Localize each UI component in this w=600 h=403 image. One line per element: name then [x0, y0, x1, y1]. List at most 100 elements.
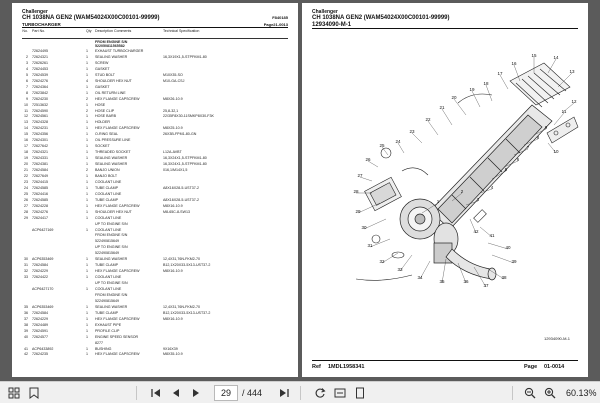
callout-number: 18: [483, 81, 489, 86]
zoom-level[interactable]: 60.13%: [566, 388, 597, 398]
callout-leader: [411, 132, 423, 144]
row-part-number: 72624584: [32, 263, 48, 268]
row-part-number: 72624235: [32, 352, 48, 357]
last-page-icon[interactable]: [276, 385, 292, 401]
row-number: 18: [24, 150, 28, 155]
first-page-icon[interactable]: [148, 385, 164, 401]
row-part-number: 72624577: [32, 334, 48, 339]
row-part-number: 72624584: [32, 168, 48, 172]
row-number: 24: [24, 185, 28, 190]
row-number: 16: [24, 138, 28, 143]
row-quantity: 1: [86, 257, 88, 262]
callout-leader: [553, 112, 565, 126]
column-qty: Qty: [86, 29, 92, 33]
row-description: 8277: [95, 340, 103, 345]
callout-leader: [523, 138, 539, 146]
row-description: HEX FLANGE CAPSCREW: [95, 126, 140, 131]
callout-number: 42: [473, 229, 479, 234]
row-part-number: 72624321: [32, 54, 48, 59]
callout-leader: [561, 102, 575, 114]
callout-number: 32: [379, 259, 385, 264]
row-number: 22: [24, 173, 28, 178]
fit-width-icon[interactable]: [332, 385, 348, 401]
fit-page-icon[interactable]: [352, 385, 368, 401]
row-quantity: 2: [86, 108, 88, 113]
row-number: 5: [26, 72, 28, 77]
row-description: 522490815649: [95, 298, 119, 303]
row-number: 28: [24, 209, 28, 214]
row-description: SEALING WASHER: [95, 304, 128, 309]
row-quantity: 1: [86, 150, 88, 155]
thumbnails-icon[interactable]: [6, 385, 22, 401]
zoom-out-icon[interactable]: [522, 385, 538, 401]
row-number: 11: [24, 108, 28, 113]
next-page-icon[interactable]: [188, 385, 204, 401]
row-specification: 26X3B-FPM1-80-GN: [163, 132, 197, 137]
row-quantity: 1: [86, 352, 88, 357]
row-specification: 9X16X39: [163, 346, 178, 351]
callout-number: 17: [497, 71, 503, 76]
row-specification: M8X35-10.9: [163, 352, 183, 357]
footer-page-label: Page: [524, 364, 538, 370]
column-rule: [22, 38, 288, 39]
column-spec: Technical Specification: [163, 29, 200, 33]
header-rule-right: [312, 28, 578, 29]
row-specification: 12,4X31,76N-FKM2-70: [163, 257, 200, 262]
row-part-number: 72624422: [32, 275, 48, 280]
row-description: BUSHING: [95, 346, 112, 351]
row-number: 36: [24, 310, 28, 315]
previous-page-icon[interactable]: [168, 385, 184, 401]
callout-number: 33: [397, 267, 403, 272]
row-description: TUBE CLAMP: [95, 197, 118, 202]
row-part-number: 72624381: [32, 162, 48, 167]
callout-number: 23: [409, 129, 415, 134]
callout-number: 28: [353, 189, 359, 194]
callout-leader: [471, 90, 481, 108]
row-part-number: 72624331: [32, 156, 48, 161]
row-part-number: 72627649: [32, 173, 48, 178]
zoom-in-icon[interactable]: [542, 385, 558, 401]
callout-leader: [359, 176, 373, 182]
row-specification: M8X25-10.9: [163, 126, 183, 131]
callout-number: 7: [527, 145, 530, 150]
row-description: PROFILE CLIP: [95, 328, 120, 333]
callout-leader: [547, 58, 557, 74]
rotate-icon[interactable]: [312, 385, 328, 401]
callout-leader: [453, 98, 467, 116]
diagram-number: 12934090-M-1: [312, 21, 352, 28]
diagram-caption: 12934090-M-1: [543, 336, 570, 341]
exhaust-pipe-shape: [445, 248, 497, 281]
row-part-number: 72624585: [32, 197, 48, 202]
row-number: 20: [24, 162, 28, 167]
row-description: HEX FLANGE CAPSCREW: [95, 316, 140, 321]
row-description: UP TO ENGINE S/N: [95, 245, 128, 250]
row-description: THREADED SOCKET: [95, 150, 131, 155]
row-description: TUBE CLAMP: [95, 310, 118, 315]
row-part-number: 72624585: [32, 185, 48, 190]
exhaust-manifold-shape: [429, 104, 553, 230]
row-description: O-RING SEAL: [95, 132, 119, 137]
row-description: SEALING WASHER: [95, 54, 128, 59]
row-quantity: 1: [86, 328, 88, 333]
page-parts-list: Challenger CH 1038NA GEN2 (WAM54024X00C0…: [12, 3, 298, 377]
row-description: BANJO UNION: [95, 168, 120, 172]
callout-number: 34: [417, 275, 423, 280]
row-number: 35: [24, 304, 28, 309]
callout-number: 24: [395, 139, 401, 144]
row-quantity: 1: [86, 263, 88, 268]
row-quantity: 1: [86, 144, 88, 149]
document-workspace[interactable]: Challenger CH 1038NA GEN2 (WAM54024X00C0…: [0, 0, 600, 381]
page-number-input[interactable]: 29: [214, 385, 238, 401]
row-quantity: 1: [86, 138, 88, 143]
callout-number: 6: [517, 157, 520, 162]
toolbar-separator: [512, 386, 513, 400]
row-quantity: 1: [86, 191, 88, 196]
row-quantity: 1: [86, 310, 88, 315]
row-number: 42: [24, 352, 28, 357]
bookmarks-icon[interactable]: [26, 385, 42, 401]
row-part-number: ACP6427169: [32, 227, 54, 232]
turbocharger-shape: [399, 198, 459, 264]
row-part-number: 72624561: [32, 114, 48, 119]
row-part-number: 72624590: [32, 108, 48, 113]
row-part-number: 72624415: [32, 179, 48, 184]
